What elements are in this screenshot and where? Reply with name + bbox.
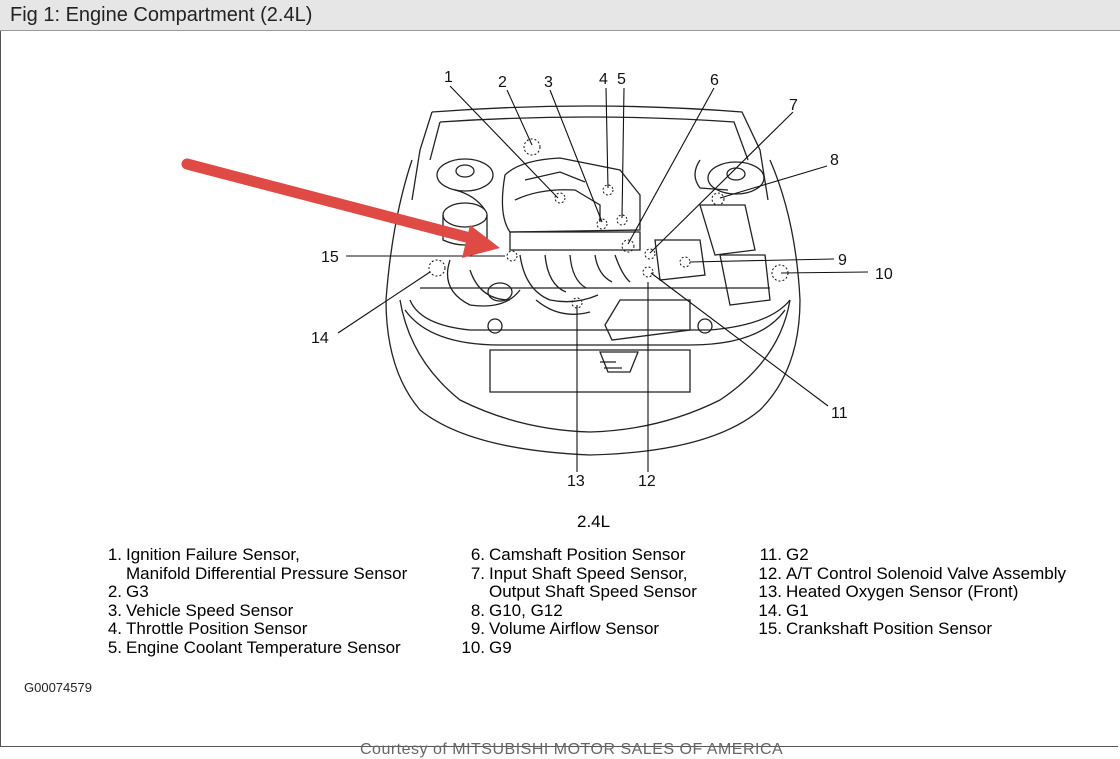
vehicle-outline [385,105,801,456]
legend-number: 14. [758,600,782,620]
legend-number: 2. [107,582,122,601]
callout-5: 5 [617,71,626,88]
legend-item: 4.Throttle Position Sensor [100,619,407,639]
legend-number: 6. [470,545,485,564]
legend-label: Volume Airflow Sensor [489,619,660,638]
figure-id: G00074579 [24,680,92,695]
legend-item: 10.G9 [455,637,697,658]
legend-item: 15.Crankshaft Position Sensor [752,619,1066,639]
callout-10: 10 [875,266,893,283]
legend-column-1: 1.Ignition Failure Sensor, Manifold Diff… [100,545,408,658]
legend-item: 9.Volume Airflow Sensor [455,619,697,639]
callout-4: 4 [599,71,608,88]
legend-item: 7.Input Shaft Speed Sensor, [455,563,697,584]
legend-number [455,583,485,602]
legend-item: 1.Ignition Failure Sensor, [100,545,407,565]
legend-number: 13. [758,582,782,601]
callout-7: 7 [789,97,798,114]
legend-column-2: 6.Camshaft Position Sensor 7.Input Shaft… [455,545,697,658]
legend-number: 3. [107,600,122,620]
callout-13: 13 [567,473,585,490]
callout-15: 15 [321,249,339,266]
legend-item: 12.A/T Control Solenoid Valve Assembly [752,563,1067,584]
legend-item: 5.Engine Coolant Temperature Sensor [100,637,407,658]
annotation-arrow [181,158,500,258]
legend-item: Manifold Differential Pressure Sensor [100,563,408,584]
legend-label: Heated Oxygen Sensor (Front) [786,582,1019,601]
legend-item: Output Shaft Speed Sensor [455,582,697,602]
legend-number: 1. [107,545,122,564]
legend-item: 14.G1 [752,600,1066,621]
legend-number: 12. [758,563,782,583]
callout-2: 2 [498,74,507,91]
legend-number: 7. [470,563,485,583]
callout-labels: 1 2 3 4 5 6 7 8 9 10 11 12 13 14 15 [311,69,893,490]
legend-label: Engine Coolant Temperature Sensor [126,637,401,657]
title-bar: Fig 1: Engine Compartment (2.4L) [0,0,1120,31]
callout-3: 3 [544,74,553,91]
legend-label: Throttle Position Sensor [126,619,308,638]
legend-label: Ignition Failure Sensor, [126,545,300,564]
sensor-markers [428,138,789,309]
legend-label: G9 [489,637,512,657]
callout-leaders [337,85,869,472]
legend-label: G2 [786,545,809,564]
legend-column-3: 11.G2 12.A/T Control Solenoid Valve Asse… [752,545,1067,639]
legend-number: 11. [759,545,782,564]
callout-14: 14 [311,330,329,347]
callout-12: 12 [638,473,656,490]
legend-item: 13.Heated Oxygen Sensor (Front) [752,582,1066,602]
legend-number: 8. [470,600,485,620]
callout-9: 9 [838,252,847,269]
callout-11: 11 [831,405,848,422]
legend-number: 15. [758,619,782,638]
legend-label: Input Shaft Speed Sensor, [489,563,688,583]
legend-label: Vehicle Speed Sensor [126,600,294,620]
legend-item: 2.G3 [100,582,407,602]
source-credit: Courtesy of MITSUBISHI MOTOR SALES OF AM… [360,741,784,758]
legend-label: Output Shaft Speed Sensor [489,582,697,601]
callout-1: 1 [444,69,453,86]
legend-label: Camshaft Position Sensor [489,545,686,564]
callout-8: 8 [830,152,839,169]
legend-number: 10. [461,637,485,657]
legend-item: 8.G10, G12 [455,600,697,621]
legend-number [100,565,122,584]
legend-number: 9. [470,619,485,638]
legend-number: 4. [107,619,122,638]
legend-item: 6.Camshaft Position Sensor [455,545,697,565]
legend-item: 3.Vehicle Speed Sensor [100,600,407,621]
legend-number: 5. [107,637,122,657]
legend-label: A/T Control Solenoid Valve Assembly [786,563,1067,583]
legend-label: Manifold Differential Pressure Sensor [126,563,408,583]
legend-label: G1 [786,600,809,620]
legend-label: Crankshaft Position Sensor [786,619,992,638]
legend-label: G10, G12 [489,600,563,620]
diagram-caption: 2.4L [577,512,611,531]
callout-6: 6 [710,72,719,89]
legend-item: 11.G2 [752,545,1066,565]
figure-title: Fig 1: Engine Compartment (2.4L) [10,4,313,26]
legend-label: G3 [126,582,149,601]
